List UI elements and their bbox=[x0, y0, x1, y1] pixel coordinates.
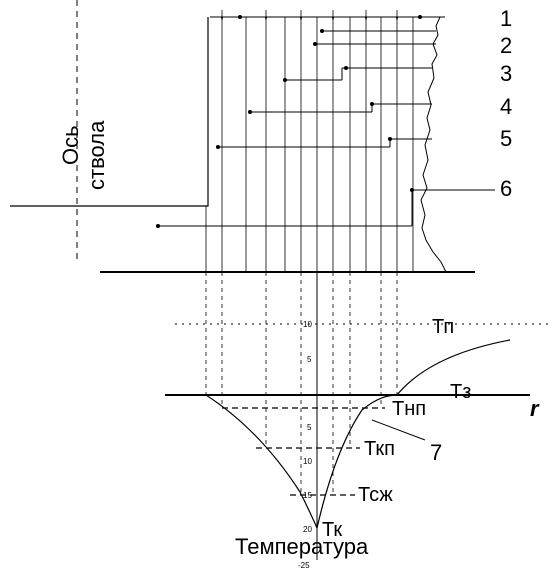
shaft-axis-label-2: ствола bbox=[84, 120, 109, 190]
top-arrows bbox=[220, 10, 399, 21]
layer-number-6: 6 bbox=[500, 176, 512, 201]
projection-lines bbox=[205, 272, 398, 495]
layer-number-5: 5 bbox=[500, 126, 512, 151]
tick-label-10-down: 10 bbox=[303, 457, 312, 466]
tick-label-20: 20 bbox=[303, 525, 312, 534]
tick-label-10: 10 bbox=[303, 320, 312, 329]
layer-number-1: 1 bbox=[500, 6, 512, 31]
layer-number-2: 2 bbox=[500, 33, 512, 58]
temperature-curve bbox=[205, 339, 511, 530]
layer-number-3: 3 bbox=[500, 61, 512, 86]
curve-7-label: 7 bbox=[430, 440, 442, 465]
tick-label-5-up: 5 bbox=[307, 355, 312, 364]
tszh-label: Тсж bbox=[358, 484, 393, 506]
tick-label-neg25: -25 bbox=[298, 561, 310, 570]
tz-label: Тз bbox=[450, 381, 471, 403]
tick-label-15: 15 bbox=[303, 491, 312, 500]
layer-number-4: 4 bbox=[500, 94, 512, 119]
shaft-wall bbox=[10, 17, 209, 207]
tnp-label: Тнп bbox=[392, 398, 426, 420]
tick-label-5-down: 5 bbox=[307, 423, 312, 432]
curve-7-leader bbox=[371, 419, 426, 441]
tp-label: Тп bbox=[432, 316, 454, 338]
jagged-boundary bbox=[420, 16, 447, 273]
r-axis-label: r bbox=[530, 396, 540, 421]
leader-lines bbox=[156, 15, 495, 228]
shaft-axis-label: Ось bbox=[58, 125, 83, 165]
tkp-label: Ткп bbox=[364, 438, 395, 460]
temperature-caption: Температура bbox=[235, 534, 369, 559]
tk-label: Тк bbox=[322, 519, 342, 541]
layer-boundaries bbox=[205, 17, 414, 272]
